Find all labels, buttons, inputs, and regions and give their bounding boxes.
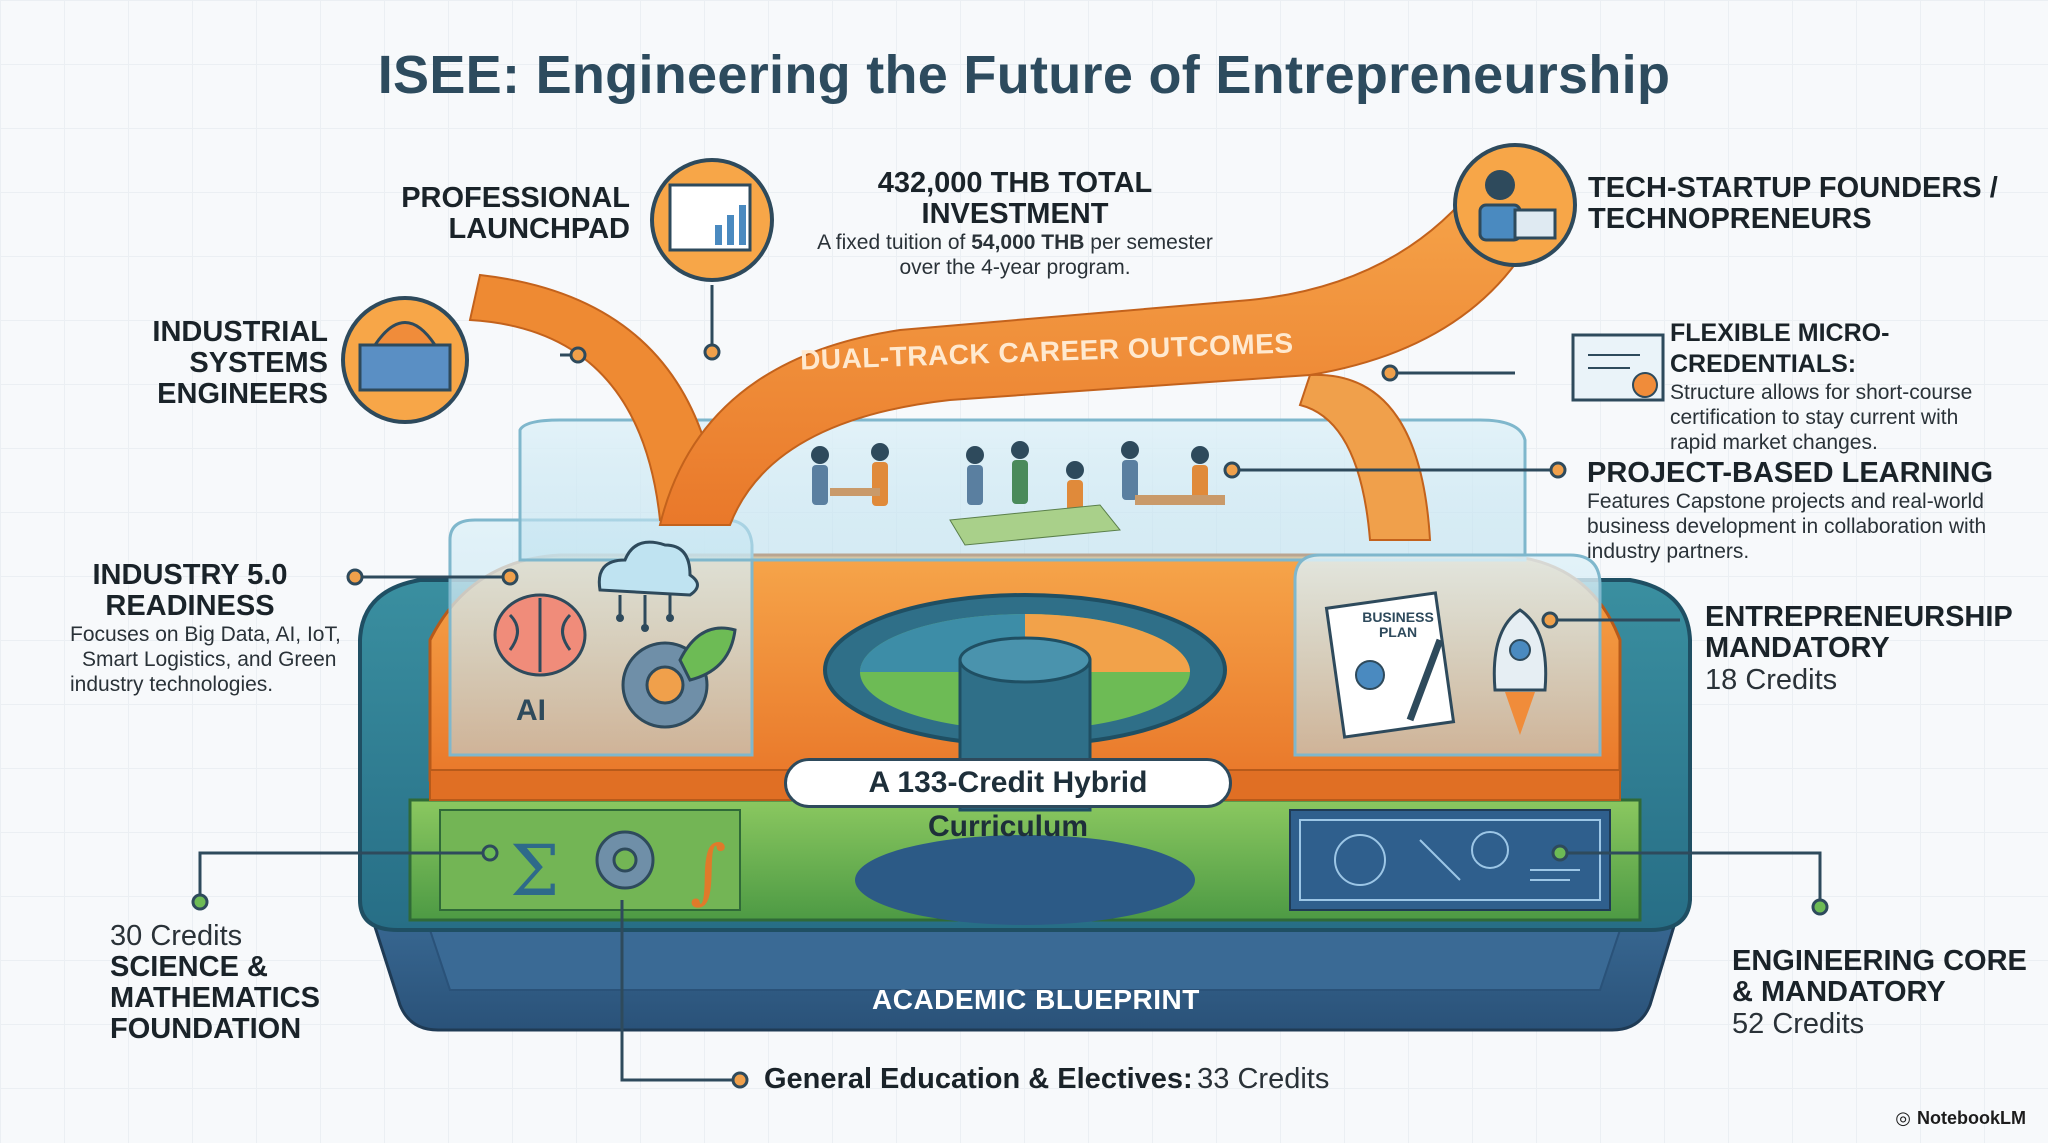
notebooklm-watermark: ◎NotebookLM [1895, 1108, 2026, 1128]
general-education-callout: General Education & Electives: 33 Credit… [764, 1063, 1330, 1095]
launchpad-label: PROFESSIONAL LAUNCHPAD [401, 182, 630, 245]
micro-credentials-heading: FLEXIBLE MICRO-CREDENTIALS: [1670, 319, 1890, 378]
hard-hat-blueprint-icon [341, 296, 469, 424]
general-education-credits: 33 Credits [1197, 1063, 1330, 1095]
investment-body-line2: over the 4-year program. [899, 256, 1131, 279]
blueprint-chart-icon [650, 158, 774, 282]
curriculum-credit-pill: A 133-Credit Hybrid Curriculum [784, 758, 1232, 843]
founder-laptop-icon [1453, 143, 1577, 267]
ai-icon-label: AI [516, 694, 546, 727]
science-math-callout: 30 Credits SCIENCE & MATHEMATICS FOUNDAT… [110, 920, 410, 1045]
entrepreneurship-credits: 18 Credits [1705, 664, 1838, 696]
engineering-core-callout: ENGINEERING CORE & MANDATORY 52 Credits [1732, 946, 2032, 1041]
notebooklm-logo-icon: ◎ [1895, 1108, 1912, 1128]
business-plan-doc-text: BUSINESS PLAN [1362, 609, 1434, 640]
project-based-learning-callout: PROJECT-BASED LEARNING Features Capstone… [1587, 458, 2037, 564]
investment-body-line1: A fixed tuition of 54,000 THB per semest… [817, 231, 1213, 254]
engineering-blueprint-icon [1299, 819, 1601, 901]
gear-icon [595, 830, 655, 890]
business-plan-icon [1324, 591, 1456, 739]
engineering-core-credits: 52 Credits [1732, 1008, 1865, 1040]
science-math-credits: 30 Credits [110, 920, 243, 952]
investment-heading: 432,000 THB TOTAL INVESTMENT [877, 167, 1153, 230]
page-title: ISEE: Engineering the Future of Entrepre… [377, 45, 1671, 105]
entrepreneurship-mandatory-callout: ENTREPRENEURSHIP MANDATORY 18 Credits [1705, 602, 2025, 697]
micro-credentials-callout: FLEXIBLE MICRO-CREDENTIALS: Structure al… [1670, 318, 2040, 455]
industrial-engineers-label: INDUSTRIAL SYSTEMS ENGINEERS [152, 316, 328, 410]
project-team-illustration [811, 441, 1225, 546]
rocket-icon [1492, 608, 1548, 735]
cloud-network-icon [597, 540, 699, 632]
brain-icon [493, 593, 587, 677]
pbl-heading: PROJECT-BASED LEARNING [1587, 457, 1994, 489]
industry-5-callout: INDUSTRY 5.0 READINESS Focuses on Big Da… [70, 559, 341, 697]
investment-callout: 432,000 THB TOTAL INVESTMENT A fixed tui… [790, 168, 1240, 280]
academic-blueprint-band-label: ACADEMIC BLUEPRINT [872, 984, 1200, 1015]
certificate-icon [1571, 333, 1665, 402]
gear-leaf-icon [621, 626, 737, 729]
founders-label: TECH-STARTUP FOUNDERS / TECHNOPRENEURS [1588, 172, 1998, 235]
integral-icon: ∫ [690, 830, 726, 912]
sigma-icon: Σ [510, 830, 560, 912]
